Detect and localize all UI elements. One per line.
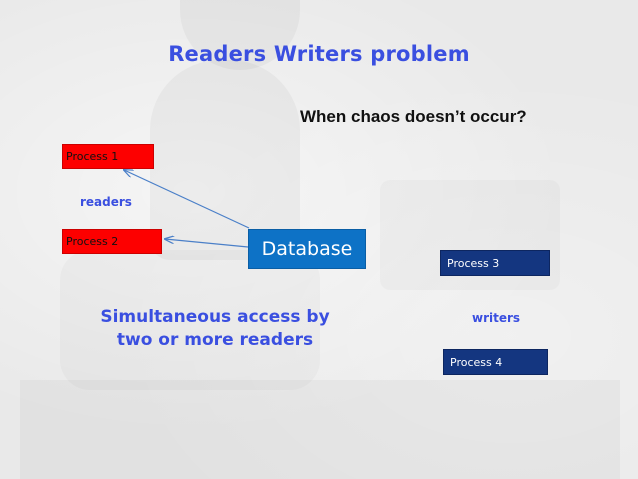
process-1-label: Process 1 [66, 150, 119, 163]
caption: Simultaneous access by two or more reade… [100, 306, 330, 352]
process-4-label: Process 4 [450, 355, 503, 369]
readers-label: readers [80, 195, 132, 209]
process-4-box: Process 4 [443, 349, 548, 375]
caption-line-1: Simultaneous access by [100, 307, 330, 327]
writers-label: writers [472, 311, 521, 325]
process-3-label: Process 3 [447, 256, 500, 270]
process-3-box: Process 3 [440, 250, 550, 276]
slide-title: Readers Writers problem [168, 42, 470, 66]
database-box: Database [248, 229, 366, 269]
process-2-box: Process 2 [62, 229, 162, 254]
process-1-box: Process 1 [62, 144, 154, 169]
slide-subtitle: When chaos doesn’t occur? [300, 107, 527, 126]
background-shape [20, 380, 620, 479]
database-label: Database [261, 238, 353, 260]
caption-line-2: two or more readers [116, 330, 314, 350]
process-2-label: Process 2 [66, 235, 119, 248]
